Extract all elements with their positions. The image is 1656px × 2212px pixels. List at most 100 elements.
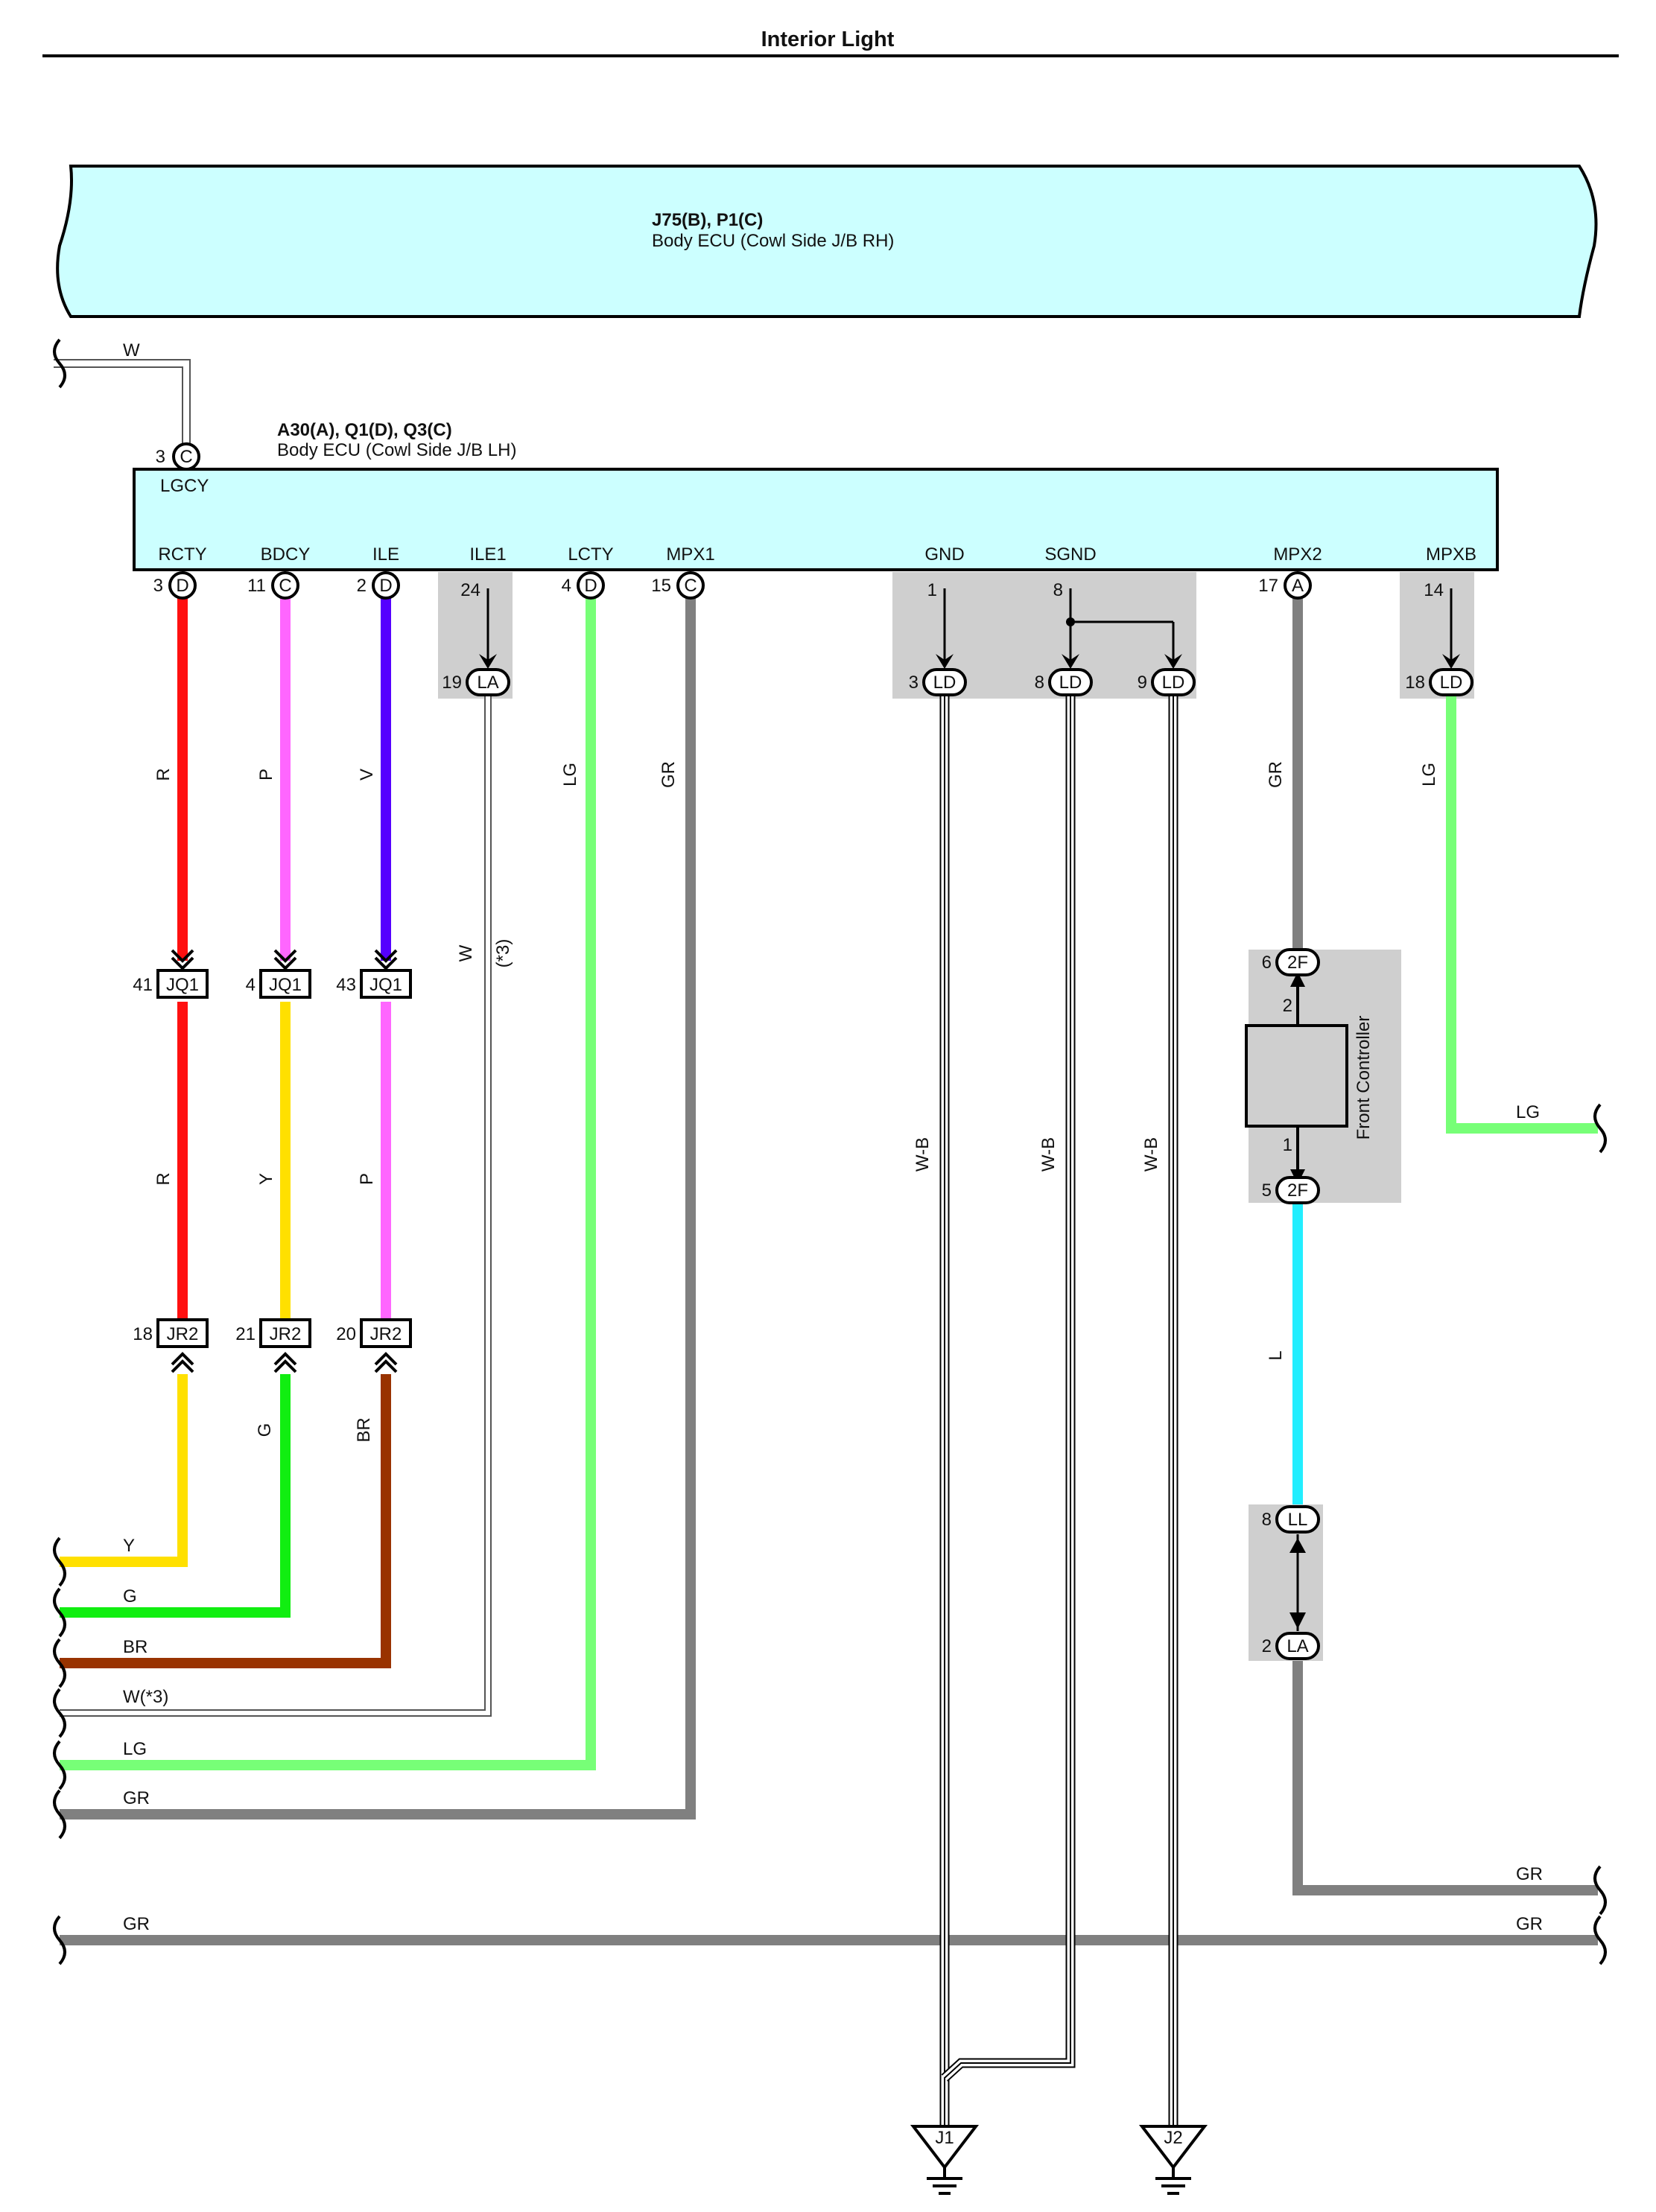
jr2-pin-0: 18 [133, 1324, 153, 1344]
left-exit-label-0: Y [123, 1536, 135, 1556]
ll-oval [1275, 1505, 1320, 1534]
jr2-conn-2: JR2 [370, 1324, 402, 1344]
left-exit-squiggle-5 [53, 1789, 66, 1840]
la-arrow [1289, 1612, 1306, 1629]
lg-exit-wire [60, 585, 596, 1770]
gr-exit-wire [60, 585, 696, 1820]
fc-bottom-pin: 5 [1262, 1180, 1272, 1201]
rcty-top-label: R [153, 768, 174, 781]
internal-conn-3-conn: LD [1162, 673, 1185, 693]
internal-conn-1-oval [922, 668, 967, 696]
jr2-chevron-2 [374, 1352, 398, 1373]
internal-conn-0-oval [466, 668, 510, 696]
terminal-circle-mpx1 [676, 571, 705, 600]
jr2-box-0 [156, 1318, 209, 1348]
ll-conn: LL [1288, 1510, 1308, 1530]
terminal-name-mpx1: MPX1 [666, 544, 714, 565]
fc-top-inner-pin: 2 [1283, 996, 1292, 1016]
jq1-box-0 [156, 969, 209, 999]
terminal-pin-lcty: 4 [562, 576, 571, 596]
ile1-arrow [479, 654, 497, 669]
internal-conn-4-pin: 18 [1405, 673, 1425, 693]
internal-conn-2-oval [1048, 668, 1093, 696]
left-exit-label-5: GR [123, 1788, 150, 1808]
ground-triangle-0 [910, 2125, 980, 2170]
terminal-pin-sgnd: 8 [1053, 580, 1063, 600]
sgnd-label: W-B [1038, 1137, 1059, 1172]
sgnd-wb-wire-stripe [944, 696, 1071, 2079]
jr2-pin-2: 20 [336, 1324, 356, 1344]
mpxb-lg-exit-wire [1446, 696, 1598, 1134]
internal-conn-4-conn: LD [1440, 673, 1463, 693]
left-exit-squiggle-3 [53, 1688, 66, 1738]
terminal-name-ile1: ILE1 [469, 544, 506, 565]
y-exit-wire [60, 1374, 188, 1567]
terminal-circle-bdcy [271, 571, 299, 600]
jq1-box-1 [259, 969, 311, 999]
terminal-conn-rcty: D [176, 576, 188, 596]
fc-bottom-inner-pin: 1 [1283, 1135, 1292, 1155]
terminal-circle-ile [372, 571, 400, 600]
fc-top-pin: 6 [1262, 953, 1272, 973]
fc-top-oval [1275, 948, 1320, 976]
ecu-lh-terminals: RCTYD3BDCYC11ILED2ILE124LCTYD4MPX1C15GND… [153, 544, 1476, 600]
terminal-pin-ile: 2 [357, 576, 367, 596]
fc-bottom-oval [1275, 1176, 1320, 1204]
mpxb-arrow [1442, 654, 1460, 669]
left-exit-squiggle-6 [53, 1915, 66, 1965]
lgcy-wire-label: W [123, 340, 140, 360]
terminal-name-bdcy: BDCY [261, 544, 311, 565]
ile-mid-label: P [357, 1173, 377, 1185]
internal-conn-2-pin: 8 [1035, 673, 1044, 693]
internal-conn-3-oval [1151, 668, 1196, 696]
wires [60, 585, 1598, 2126]
sgnd-splice-dot [1066, 617, 1075, 626]
jr2-chevron-0 [171, 1352, 194, 1373]
internal-conn-2-conn: LD [1059, 673, 1082, 693]
fc-bottom-conn: 2F [1287, 1180, 1308, 1201]
ground-triangle-1 [1138, 2125, 1208, 2170]
left-exit-label-3: W(*3) [123, 1687, 168, 1707]
internal-conn-4-oval [1429, 668, 1473, 696]
jr2-conn-1: JR2 [270, 1324, 302, 1344]
internal-conn-3-pin: 9 [1138, 673, 1147, 693]
jq1-pin-2: 43 [336, 975, 356, 995]
la-pin: 2 [1262, 1636, 1272, 1656]
ll-pin: 8 [1262, 1510, 1272, 1530]
terminal-name-sgnd: SGND [1044, 544, 1096, 565]
bdcy-mid-label: Y [256, 1173, 276, 1185]
sgnd2-arrow [1164, 654, 1182, 669]
jq1-chevron-2 [374, 949, 398, 970]
terminal-circle-rcty [168, 571, 197, 600]
sgnd-arrow [1062, 654, 1079, 669]
front-controller: Front Controller 2 1 [1245, 972, 1374, 1184]
jq1-pin-1: 4 [246, 975, 256, 995]
internal-conn-0-conn: LA [477, 673, 498, 693]
left-exit-squiggle-0 [53, 1536, 66, 1587]
left-exit-squiggle-1 [53, 1587, 66, 1638]
terminal-name-gnd: GND [924, 544, 964, 565]
ile1-label: W [456, 944, 476, 962]
br-exit-wire [60, 1374, 391, 1668]
lgcy-pin-conn: C [180, 447, 192, 467]
page-title: Interior Light [761, 28, 895, 51]
sgnd-wb-wire-white [942, 696, 1074, 2081]
terminal-conn-lcty: D [584, 576, 597, 596]
jr2-pin-1: 21 [235, 1324, 256, 1344]
ile-bot-label: BR [354, 1417, 374, 1442]
bdcy-bot-label: G [255, 1423, 275, 1437]
right-exit-squiggle-2 [1593, 1915, 1607, 1965]
fc-out-label: L [1266, 1350, 1286, 1360]
ground-label-1: J2 [1164, 2128, 1182, 2148]
terminal-name-lcty: LCTY [568, 544, 613, 565]
gnd-arrow [936, 654, 954, 669]
jq1-conn-0: JQ1 [166, 975, 199, 995]
fc-top-conn: 2F [1287, 953, 1308, 973]
